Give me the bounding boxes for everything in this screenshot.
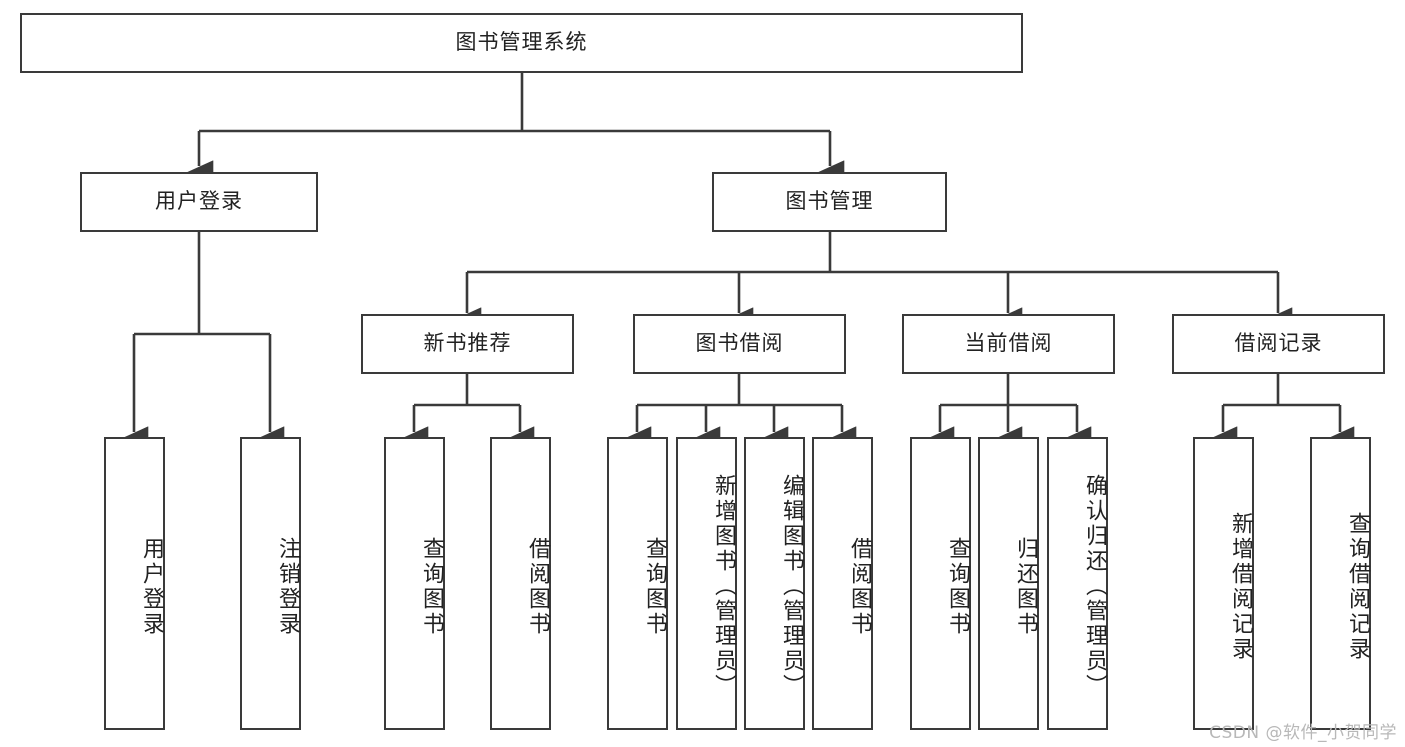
node-leaf-query-book-2[interactable]: 查询图书 <box>607 437 668 730</box>
leaf-label: 查询借阅记录 <box>1345 511 1370 662</box>
leaf-label: 查询图书 <box>642 536 667 637</box>
node-leaf-confirm-return[interactable]: 确认归还（管理员） <box>1047 437 1108 730</box>
leaf-label: 新增图书（管理员） <box>711 474 736 699</box>
node-leaf-add-record[interactable]: 新增借阅记录 <box>1193 437 1254 730</box>
node-leaf-borrow-book-1[interactable]: 借阅图书 <box>490 437 551 730</box>
node-leaf-borrow-book-2[interactable]: 借阅图书 <box>812 437 873 730</box>
node-leaf-query-record[interactable]: 查询借阅记录 <box>1310 437 1371 730</box>
leaf-label: 查询图书 <box>945 536 970 637</box>
node-leaf-query-book-3[interactable]: 查询图书 <box>910 437 971 730</box>
node-book-borrow[interactable]: 图书借阅 <box>633 314 846 374</box>
node-leaf-user-login[interactable]: 用户登录 <box>104 437 165 730</box>
leaf-label: 借阅图书 <box>525 536 550 637</box>
leaf-label: 编辑图书（管理员） <box>779 474 804 699</box>
leaf-label: 新增借阅记录 <box>1228 511 1253 662</box>
leaf-label: 确认归还（管理员） <box>1082 474 1107 699</box>
leaf-label: 归还图书 <box>1013 536 1038 637</box>
node-leaf-user-logout[interactable]: 注销登录 <box>240 437 301 730</box>
node-leaf-query-book-1[interactable]: 查询图书 <box>384 437 445 730</box>
node-book-manage[interactable]: 图书管理 <box>712 172 947 232</box>
node-current-borrow[interactable]: 当前借阅 <box>902 314 1115 374</box>
node-borrow-record[interactable]: 借阅记录 <box>1172 314 1385 374</box>
node-root[interactable]: 图书管理系统 <box>20 13 1023 73</box>
leaf-label: 查询图书 <box>419 536 444 637</box>
node-leaf-edit-book[interactable]: 编辑图书（管理员） <box>744 437 805 730</box>
leaf-label: 借阅图书 <box>847 536 872 637</box>
leaf-label: 用户登录 <box>139 536 164 637</box>
node-leaf-return-book[interactable]: 归还图书 <box>978 437 1039 730</box>
node-leaf-add-book[interactable]: 新增图书（管理员） <box>676 437 737 730</box>
node-new-book-recommend[interactable]: 新书推荐 <box>361 314 574 374</box>
leaf-label: 注销登录 <box>275 536 300 637</box>
node-user-login[interactable]: 用户登录 <box>80 172 318 232</box>
